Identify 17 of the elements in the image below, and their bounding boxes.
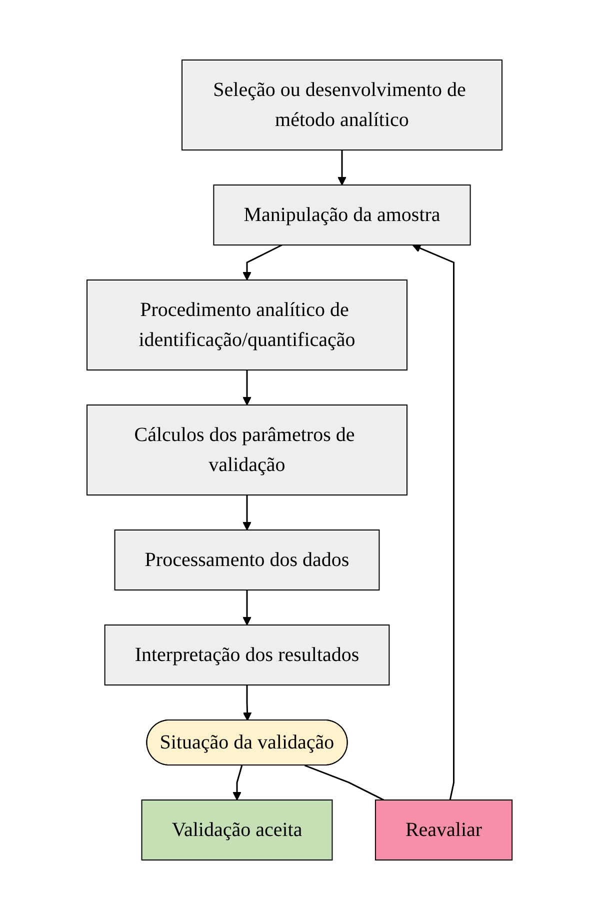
arrow	[412, 244, 455, 800]
arrow	[243, 244, 283, 280]
connector	[304, 764, 385, 801]
node-box: Reavaliar	[375, 799, 514, 860]
node-box: Interpretação dos resultados	[104, 624, 390, 686]
node-box: Procedimento analítico de identificação/quantificação	[86, 280, 408, 370]
arrow	[338, 150, 347, 186]
arrow	[243, 590, 252, 626]
arrow	[243, 685, 252, 721]
node-box: Seleção ou desenvolvimento de método analítico	[182, 60, 503, 150]
arrow	[243, 370, 252, 406]
arrow	[243, 495, 252, 530]
arrow	[233, 765, 244, 800]
node-box: Manipulação da amostra	[214, 184, 472, 246]
node-box: Cálculos dos parâmetros de validação	[86, 404, 408, 496]
node-box: Validação aceita	[142, 799, 334, 860]
node-box: Processamento dos dados	[114, 530, 380, 590]
